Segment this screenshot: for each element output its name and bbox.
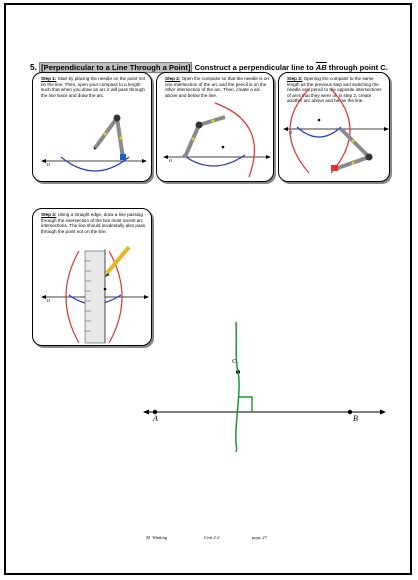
step-2-card: Step 2: Open the compass so that the nee… [156, 72, 274, 182]
page-border [4, 3, 412, 575]
step-4-illustration [41, 245, 149, 344]
ruler-icon [84, 250, 106, 344]
point-b-label: B [353, 414, 358, 423]
step-4-label: Step 3: [41, 212, 57, 217]
footer-page: page 27 [252, 535, 267, 540]
step-2-label: Step 2: [165, 76, 181, 81]
step-2-text-block: Step 2: Open the compass so that the nee… [165, 76, 269, 98]
point-a-label: A [153, 414, 158, 423]
step-4-card: Step 3: Using a straight edge, draw a li… [32, 208, 152, 346]
compass-icon [183, 115, 226, 158]
step-3-line-label: H [289, 130, 292, 135]
step-3-card: Step 3: Opening the compass to the same … [278, 72, 390, 182]
problem-text-after: through point [326, 63, 381, 72]
problem-title: 5. [Perpendicular to a Line Through a Po… [30, 62, 410, 73]
step-3-label: Step 3: [287, 76, 303, 81]
step-1-illustration [41, 114, 147, 172]
step-3-red-arc-2 [289, 88, 310, 174]
step-3-text: Opening the compass to the same length a… [287, 76, 382, 103]
right-angle-mark [239, 396, 253, 412]
step-1-card: Step 1: Start by placing the needle on t… [32, 72, 152, 182]
point-b-dot [347, 409, 353, 415]
step-1-text-block: Step 1: Start by placing the needle on t… [41, 76, 147, 98]
step-2-illustration [163, 102, 271, 178]
step-4-text: Using a straight edge, draw a line passi… [41, 212, 146, 234]
pencil-icon [105, 245, 131, 277]
problem-number: 5. [30, 62, 37, 72]
line-ab-right-arrow [380, 409, 386, 415]
step-4-line-label: H [47, 298, 50, 303]
step-4-text-block: Step 3: Using a straight edge, draw a li… [41, 212, 147, 234]
step-3-illustration [283, 88, 389, 174]
step-1-label: Step 1: [41, 76, 57, 81]
step-2-blue-arc [182, 154, 246, 167]
footer-unit: Unit 2-2 [204, 535, 220, 540]
step-3-red-arc-1 [330, 88, 351, 174]
compass-icon [331, 127, 373, 171]
segment-name: AB [315, 63, 327, 72]
footer-author: M. Winking [146, 535, 168, 540]
line-ab-left-arrow [143, 409, 149, 415]
step-1-line-label: H [47, 162, 50, 167]
point-name: C. [380, 63, 388, 72]
step-2-line-label: H [169, 158, 172, 163]
step-2-red-arc [214, 102, 256, 178]
handwritten-perpendicular [235, 321, 240, 453]
step-2-text: Open the compass so that the needle is o… [165, 76, 269, 98]
problem-text-before: Construct a perpendicular line to [194, 63, 316, 72]
compass-icon [93, 114, 126, 160]
step-1-blue-arc [60, 156, 130, 172]
problem-topic: [Perpendicular to a Line Through a Point… [39, 62, 193, 73]
point-a-dot [152, 409, 158, 415]
step-3-text-block: Step 3: Opening the compass to the same … [287, 76, 385, 104]
point-c-label: C [232, 359, 237, 365]
step-1-text: Start by placing the needle on the point… [41, 76, 145, 98]
